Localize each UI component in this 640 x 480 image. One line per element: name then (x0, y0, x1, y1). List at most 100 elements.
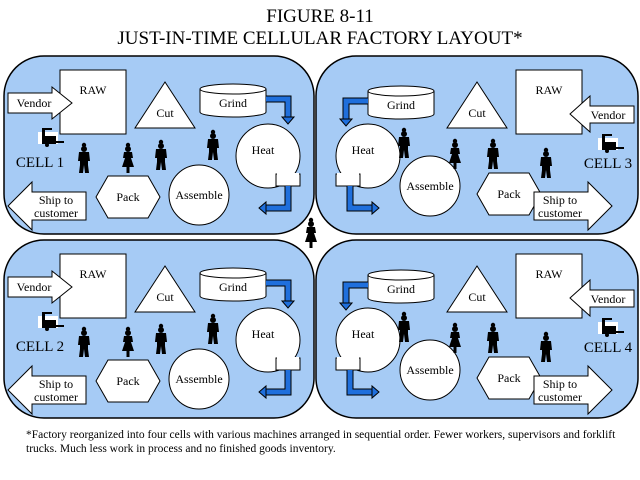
worker-icon (207, 313, 219, 344)
raw-material-box (515, 253, 583, 319)
grind-label: Grind (387, 98, 415, 112)
forklift-icon (598, 318, 624, 337)
ship-to-customer-arrow (7, 180, 87, 232)
ship-label-line2: customer (538, 206, 582, 220)
flow-arrowhead-icon (258, 200, 267, 216)
cell-label: CELL 1 (16, 155, 64, 171)
female-worker-icon (122, 142, 134, 173)
ship-label-line2: customer (34, 206, 78, 220)
worker-icon (207, 129, 219, 160)
grind-machine (367, 275, 435, 304)
cut-label: Cut (468, 290, 486, 304)
grind-machine (367, 91, 435, 120)
heat-label: Heat (352, 143, 375, 157)
ship-label-line1: Ship to (39, 193, 73, 207)
flow-arrowhead-icon (338, 302, 354, 311)
worker-icon (398, 311, 410, 342)
assemble-label: Assemble (175, 372, 222, 386)
female-worker-icon (449, 322, 461, 353)
figure-number: FIGURE 8-11 (266, 6, 374, 27)
figure-title: JUST-IN-TIME CELLULAR FACTORY LAYOUT* (117, 28, 523, 49)
heat-to-assemble-arrow (347, 186, 372, 211)
grind-top (367, 85, 435, 97)
ship-label-line2: customer (34, 390, 78, 404)
worker-icon (487, 138, 499, 169)
grind-label: Grind (387, 282, 415, 296)
assemble-station (399, 155, 461, 217)
grind-label: Grind (219, 96, 247, 110)
worker-icon (398, 127, 410, 158)
ship-label-line1: Ship to (39, 377, 73, 391)
cell-label: CELL 4 (584, 340, 633, 356)
heat-to-assemble-arrow (266, 370, 291, 395)
female-worker-icon (122, 326, 134, 357)
ship-to-customer-arrow (7, 364, 87, 416)
forklift-icon (38, 128, 64, 147)
footnote: *Factory reorganized into four cells wit… (26, 429, 616, 455)
vendor-arrow (569, 94, 635, 134)
grind-top (367, 269, 435, 281)
ship-label-line1: Ship to (543, 193, 577, 207)
heat-to-assemble-arrow (266, 186, 291, 211)
forklift-icon (598, 134, 624, 153)
vendor-arrow (569, 278, 635, 318)
flow-arrowhead-icon (280, 300, 296, 309)
ship-to-customer-arrow (533, 180, 613, 232)
pack-label: Pack (497, 187, 520, 201)
cell-label: CELL 3 (584, 156, 632, 172)
cut-label: Cut (468, 106, 486, 120)
heat-label: Heat (252, 143, 275, 157)
ship-label-line1: Ship to (543, 377, 577, 391)
grind-top (199, 83, 267, 95)
assemble-station (399, 339, 461, 401)
raw-label: RAW (79, 267, 107, 281)
worker-icon (155, 139, 167, 170)
heat-label: Heat (352, 327, 375, 341)
pack-label: Pack (497, 371, 520, 385)
grind-label: Grind (219, 280, 247, 294)
heat-machine (235, 307, 301, 373)
grind-to-heat-arrow (343, 98, 368, 119)
vendor-label: Vendor (591, 292, 626, 306)
heat-to-assemble-arrow (347, 370, 372, 395)
ship-label-line2: customer (538, 390, 582, 404)
assemble-label: Assemble (406, 179, 453, 193)
cut-label: Cut (156, 106, 174, 120)
cut-label: Cut (156, 290, 174, 304)
heat-label: Heat (252, 327, 275, 341)
vendor-label: Vendor (17, 280, 52, 294)
flow-arrowhead-icon (371, 384, 380, 400)
raw-material-box (515, 69, 583, 135)
cut-machine (134, 81, 196, 129)
pack-station (95, 359, 161, 403)
assemble-label: Assemble (175, 188, 222, 202)
worker-icon (487, 322, 499, 353)
worker-icon (155, 323, 167, 354)
vendor-label: Vendor (591, 108, 626, 122)
cut-machine (134, 265, 196, 313)
flow-arrowhead-icon (258, 384, 267, 400)
worker-icon (540, 331, 552, 362)
worker-icon (78, 326, 90, 357)
flow-arrowhead-icon (371, 200, 380, 216)
heat-machine (235, 123, 301, 189)
raw-label: RAW (535, 83, 563, 97)
grind-to-heat-arrow (266, 280, 291, 301)
raw-label: RAW (79, 83, 107, 97)
flow-arrowhead-icon (280, 116, 296, 125)
forklift-icon (38, 312, 64, 331)
pack-label: Pack (116, 190, 139, 204)
grind-to-heat-arrow (266, 96, 291, 117)
vendor-label: Vendor (17, 96, 52, 110)
raw-label: RAW (535, 267, 563, 281)
cell-label: CELL 2 (16, 339, 64, 355)
grind-to-heat-arrow (343, 282, 368, 303)
female-worker-icon (305, 217, 317, 248)
grind-machine (199, 273, 267, 302)
ship-to-customer-arrow (533, 364, 613, 416)
vendor-arrow (7, 85, 73, 121)
